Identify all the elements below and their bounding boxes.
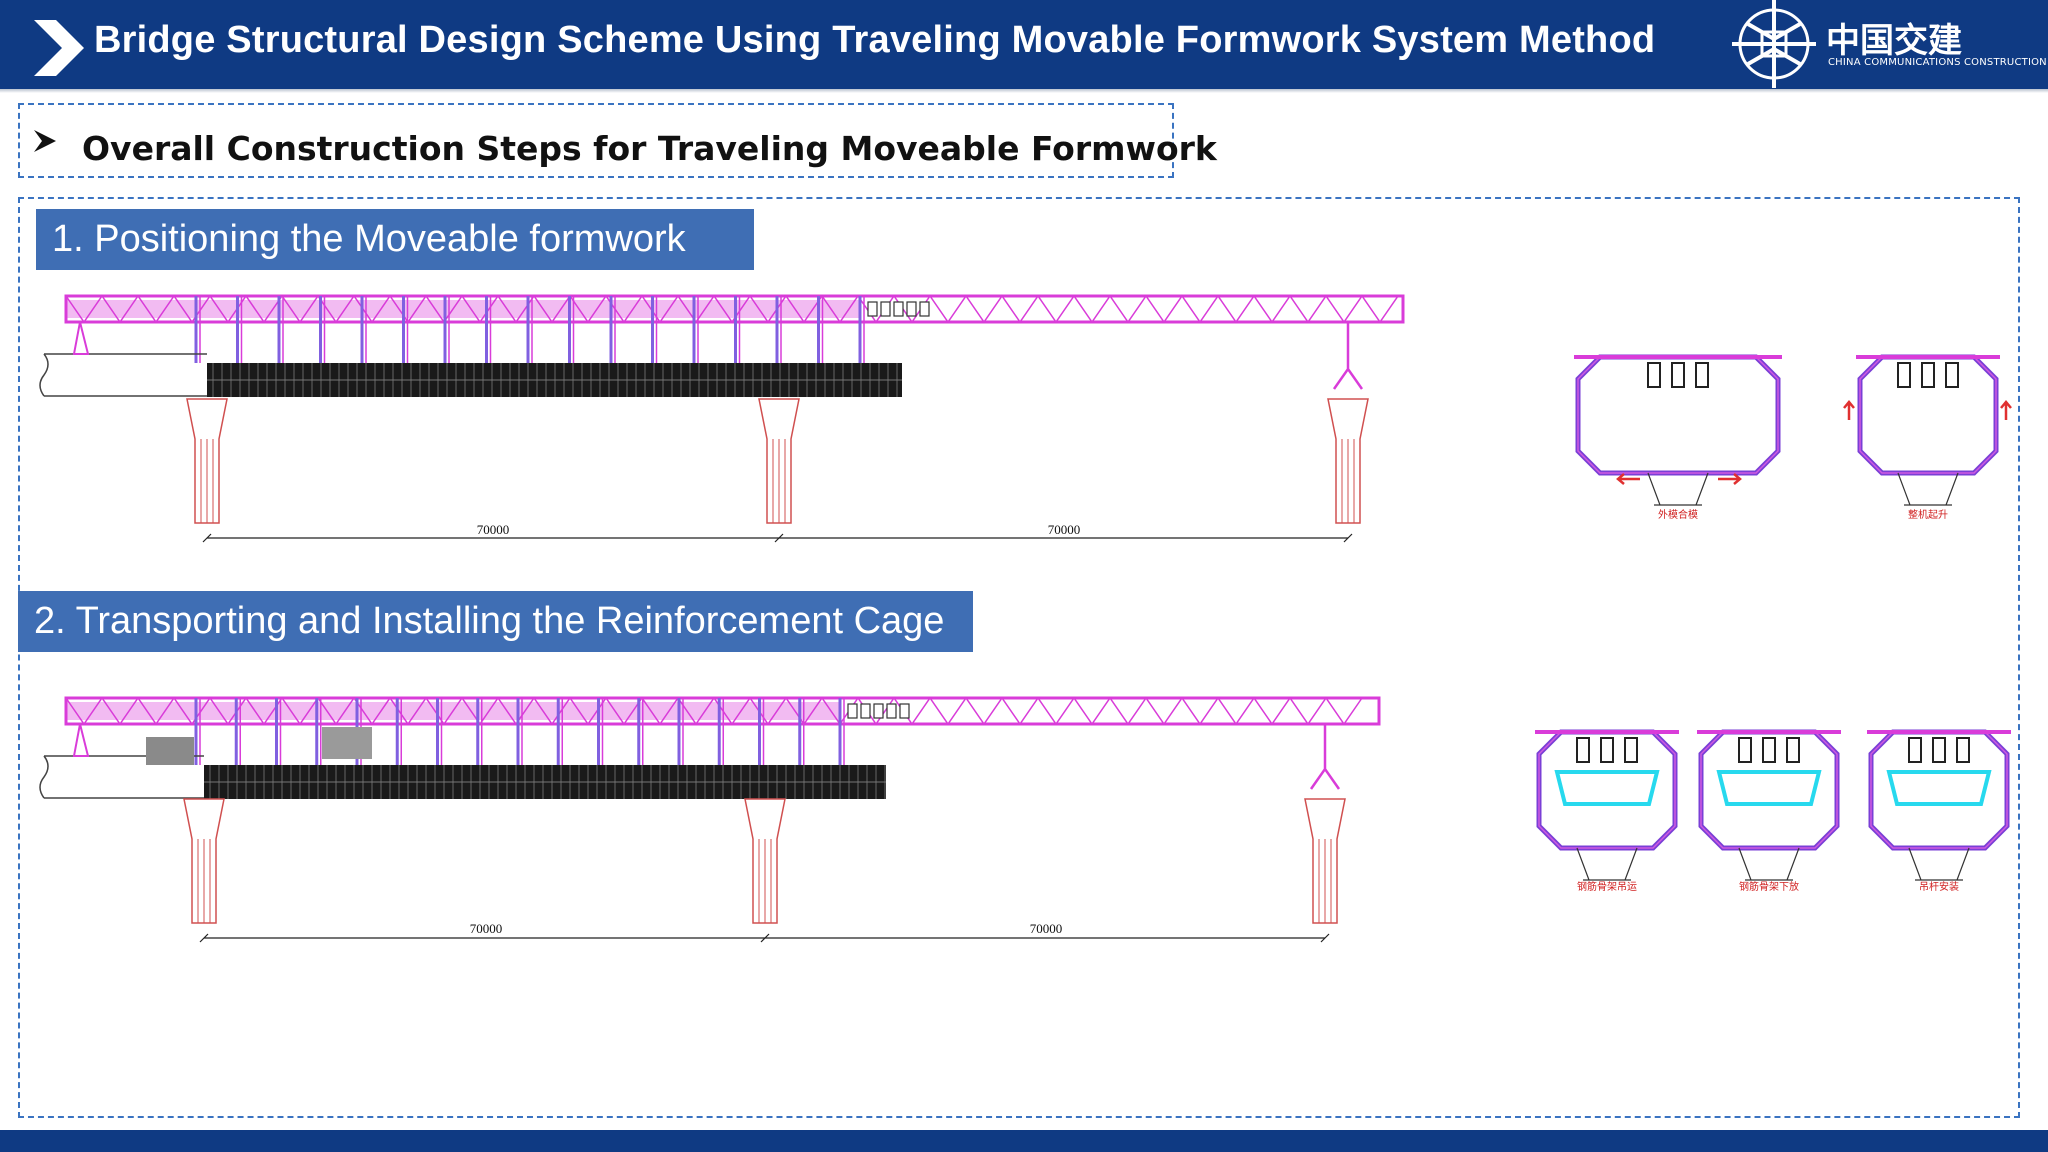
outer-formwork xyxy=(1536,729,1678,851)
reinforcement-cage xyxy=(1886,770,1992,806)
section-caption: 钢筋骨架下放 xyxy=(1739,880,1799,893)
hoist-unit xyxy=(1897,362,1911,388)
hoist-unit xyxy=(1671,362,1685,388)
dimension-tick xyxy=(202,533,212,543)
section-caption: 整机起升 xyxy=(1908,508,1948,521)
reinforcement-cage xyxy=(1716,770,1822,806)
lift-arrow-icon xyxy=(2000,400,2012,420)
pier-top xyxy=(1647,472,1709,506)
span-dimension-label: 70000 xyxy=(470,921,503,936)
pier xyxy=(758,398,800,524)
span-dimension-label: 70000 xyxy=(1048,522,1081,537)
dimension-tick xyxy=(760,933,770,943)
roller-box xyxy=(899,703,910,719)
roller-box xyxy=(873,703,884,719)
hoist-unit xyxy=(1600,737,1614,763)
pier xyxy=(183,798,225,924)
outer-formwork xyxy=(1575,354,1781,476)
formwork-edge xyxy=(1870,731,2008,849)
formwork-edge xyxy=(1700,731,1838,849)
hoist-unit xyxy=(1786,737,1800,763)
truss-infill xyxy=(66,300,860,318)
hoist-unit xyxy=(1738,737,1752,763)
dimension-tick xyxy=(199,933,209,943)
formwork-edge xyxy=(1859,356,1997,474)
page-title: Bridge Structural Design Scheme Using Tr… xyxy=(94,19,1656,61)
cage-stock xyxy=(146,737,194,765)
dimension-tick xyxy=(774,533,784,543)
section-caption: 钢筋骨架吊运 xyxy=(1577,880,1637,893)
hoist-unit xyxy=(1945,362,1959,388)
roller-box xyxy=(893,301,904,317)
content-panel xyxy=(18,197,2020,1118)
step2-elevation-drawing xyxy=(39,696,1381,943)
roller-box xyxy=(880,301,891,317)
logo-chinese-text: 中国交建 xyxy=(1826,21,1962,61)
span-dimension-label: 70000 xyxy=(477,522,510,537)
logo-english-text: CHINA COMMUNICATIONS CONSTRUCTION xyxy=(1828,57,2047,68)
truss-web xyxy=(65,696,1363,726)
pier xyxy=(1327,398,1369,524)
outer-formwork xyxy=(1698,729,1840,851)
roller-box xyxy=(867,301,878,317)
hoist-unit xyxy=(1624,737,1638,763)
roller-box xyxy=(847,703,858,719)
rear-leg xyxy=(72,723,90,757)
roller-box xyxy=(919,301,930,317)
hoist-unit xyxy=(1956,737,1970,763)
cross-section-drawings xyxy=(1535,354,2012,881)
reinforcement-cage xyxy=(1554,770,1660,806)
hoist-unit xyxy=(1908,737,1922,763)
dimension-tick xyxy=(1343,533,1353,543)
roller-box xyxy=(906,301,917,317)
front-support xyxy=(1309,724,1341,790)
section-caption: 外模合模 xyxy=(1658,508,1698,521)
hoist-unit xyxy=(1695,362,1709,388)
pier xyxy=(1304,798,1346,924)
formwork-edge xyxy=(1577,356,1779,474)
truss-web xyxy=(65,294,1399,324)
front-support xyxy=(1332,322,1364,390)
step1-elevation-drawing xyxy=(39,294,1405,543)
pier-top xyxy=(1738,847,1800,881)
hoist-unit xyxy=(1921,362,1935,388)
roller-box xyxy=(886,703,897,719)
break-line xyxy=(39,353,49,397)
rear-leg xyxy=(72,321,90,355)
header-bar xyxy=(0,0,2048,89)
chevron-right-icon xyxy=(34,20,84,76)
footer-bar xyxy=(0,1130,2048,1152)
break-line xyxy=(39,755,49,799)
pier-top xyxy=(1576,847,1638,881)
step2-heading: 2. Transporting and Installing the Reinf… xyxy=(18,591,973,652)
move-arrow-icon xyxy=(1616,473,1640,485)
lift-arrow-icon xyxy=(1843,400,1855,420)
cage-being-hoisted xyxy=(322,727,372,759)
step1-heading: 1. Positioning the Moveable formwork xyxy=(36,209,754,270)
section-subtitle: Overall Construction Steps for Traveling… xyxy=(82,129,1217,168)
move-arrow-icon xyxy=(1718,473,1742,485)
span-dimension-label: 70000 xyxy=(1030,921,1063,936)
pier-top xyxy=(1897,472,1959,506)
outer-formwork xyxy=(1857,354,1999,476)
subtitle-box xyxy=(18,103,1174,178)
section-caption: 吊杆安装 xyxy=(1919,880,1959,893)
pier-top xyxy=(1908,847,1970,881)
hoist-unit xyxy=(1762,737,1776,763)
hoist-unit xyxy=(1647,362,1661,388)
hoist-unit xyxy=(1932,737,1946,763)
arrowhead-bullet-icon xyxy=(34,130,56,152)
ccc-logo-icon xyxy=(1732,0,1816,88)
outer-formwork xyxy=(1868,729,2010,851)
dimension-tick xyxy=(1320,933,1330,943)
hoist-unit xyxy=(1576,737,1590,763)
pier xyxy=(186,398,228,524)
pier xyxy=(744,798,786,924)
roller-box xyxy=(860,703,871,719)
formwork-edge xyxy=(1538,731,1676,849)
header-shadow xyxy=(0,89,2048,93)
